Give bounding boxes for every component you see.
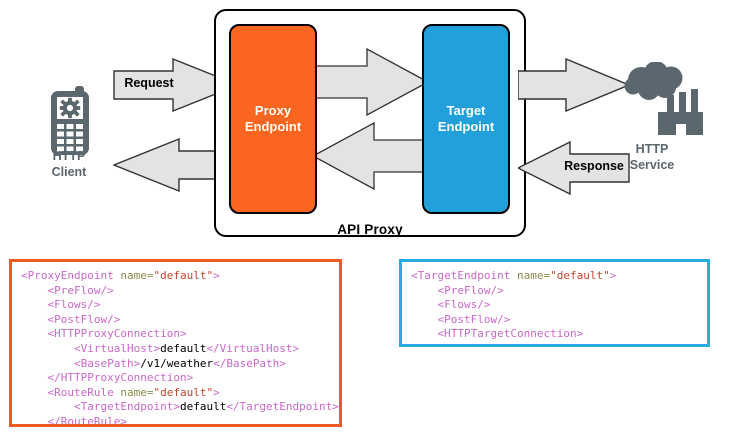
proxy-endpoint-block[interactable]: Proxy Endpoint [229,24,317,214]
code-token: <TargetEndpoint> [21,400,180,414]
arrow-request-in-shape [113,58,239,112]
code-token: <PreFlow/> [21,283,114,297]
arrow-request-in: Request [113,58,239,112]
code-token: <URL> [411,342,497,344]
arrow-target-to-proxy-shape [313,122,429,190]
code-token: name= [120,269,154,282]
target-endpoint-text: Target Endpoint [438,103,494,136]
arrow-target-to-service-shape [518,58,630,112]
code-line: <TargetEndpoint name="default"> [411,269,699,284]
code-token: default [160,341,207,355]
code-line: <TargetEndpoint>default</TargetEndpoint> [21,400,339,415]
proxy-endpoint-code-block[interactable]: <ProxyEndpoint name="default"> <PreFlow/… [9,259,342,427]
code-token: <PostFlow/> [21,312,121,326]
arrow-target-to-service [518,58,630,112]
code-token: > [213,385,220,399]
code-token: </TargetEndpoint> [226,400,339,414]
target-endpoint-line1: Target [446,102,486,118]
code-token: <Flows/> [21,298,101,312]
code-token: </BasePath> [213,356,286,370]
code-token: <PreFlow/> [411,283,504,297]
code-line: <VirtualHost>default</VirtualHost> [21,342,331,357]
code-token: <TargetEndpoint [411,269,517,282]
code-token: <VirtualHost> [21,341,161,355]
arrow-proxy-to-target-shape [313,48,429,116]
code-token: </HTTPProxyConnection> [21,371,194,385]
code-line: </HTTPProxyConnection> [21,371,331,386]
factory-cloud-icon [622,61,704,143]
code-line: </RouteRule> [21,414,331,427]
code-line: <ProxyEndpoint name="default"> [21,269,331,284]
code-token: <Flows/> [411,298,491,312]
http-service-label-line1: HTTP [635,142,669,156]
code-token: default [179,400,227,414]
code-line: <HTTPTargetConnection> [411,327,699,342]
arrow-target-to-proxy [313,122,429,190]
code-token: <ProxyEndpoint [21,269,121,282]
code-line: <PostFlow/> [411,313,699,328]
code-token: <RouteRule [21,385,121,399]
code-token: /v1/weather [140,356,214,370]
code-token: http://weather.yahooapis.com [497,342,682,344]
code-line: <Flows/> [21,298,331,313]
code-token: "default" [153,385,214,399]
code-token: "default" [153,269,214,282]
arrow-response-in-shape [518,141,630,195]
http-service-label: HTTP Service [596,141,708,174]
http-client-label-line2: Client [51,165,87,180]
arrow-response-in: Response [518,141,630,195]
code-line: <PostFlow/> [21,313,331,328]
code-token: > [213,269,220,282]
code-line: <BasePath>/v1/weather</BasePath> [21,357,331,372]
code-token: </VirtualHost> [206,341,300,355]
mobile-phone-gear-icon [42,86,98,165]
code-token: <PostFlow/> [411,312,511,326]
code-token: name= [516,269,551,282]
target-endpoint-code-block[interactable]: <TargetEndpoint name="default"> <PreFlow… [399,259,710,347]
code-line: <Flows/> [411,298,699,313]
code-token: <BasePath> [21,356,141,370]
target-endpoint-block[interactable]: Target Endpoint [422,24,510,214]
code-line: <URL>http://weather.yahooapis.com</URL> [411,342,707,344]
proxy-endpoint-line1: Proxy [254,102,292,118]
code-token: </URL> [683,342,707,344]
http-client-label: HTTP Client [16,148,122,181]
code-line: <HTTPProxyConnection> [21,327,331,342]
code-token: "default" [550,269,610,282]
code-token: <HTTPProxyConnection> [21,327,187,341]
proxy-endpoint-text: Proxy Endpoint [245,103,301,136]
api-proxy-label: API Proxy [337,222,403,237]
code-token: </RouteRule> [21,414,127,427]
code-line: <PreFlow/> [411,284,699,299]
arrow-request-in-label: Request [124,76,174,90]
code-line: <RouteRule name="default"> [21,386,331,401]
target-endpoint-line2: Endpoint [437,119,495,134]
code-token: <HTTPTargetConnection> [411,327,584,341]
http-service-label-line2: Service [629,158,675,173]
code-line: <PreFlow/> [21,284,331,299]
code-token: > [609,269,617,282]
http-client-label-line1: HTTP [52,149,86,163]
arrow-proxy-to-target [313,48,429,116]
proxy-endpoint-line2: Endpoint [244,119,302,134]
code-token: name= [120,385,154,399]
arrow-response-in-label: Response [564,159,624,173]
